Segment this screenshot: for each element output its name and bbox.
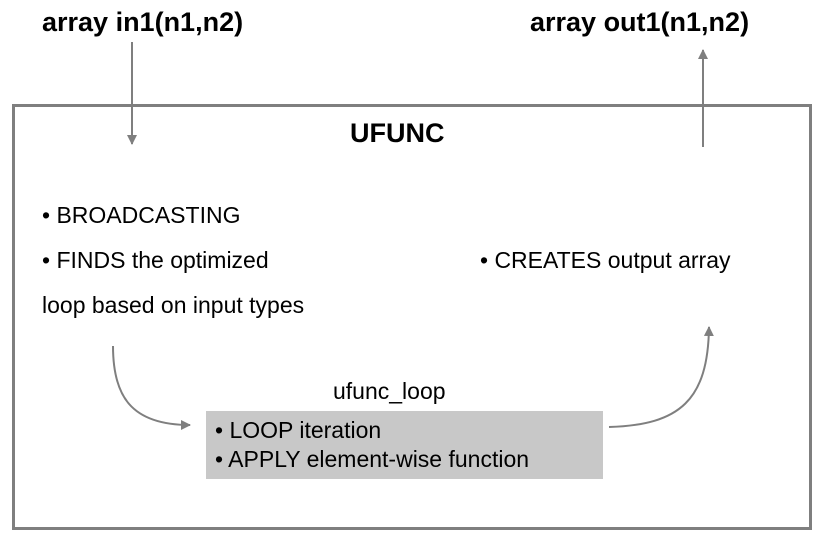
- bullet-broadcasting: • BROADCASTING: [42, 202, 241, 228]
- ufunc-frame: [12, 104, 812, 530]
- bullet-finds-loop: • FINDS the optimized: [42, 247, 269, 273]
- bullet-creates-output: • CREATES output array: [480, 247, 731, 273]
- ufunc-loop-label: ufunc_loop: [333, 378, 446, 404]
- curve-arrow-out-of-loop: [608, 326, 714, 428]
- loop-item-iteration: • LOOP iteration: [215, 417, 382, 443]
- ufunc-title: UFUNC: [350, 118, 445, 148]
- bullet-finds-loop-continued: loop based on input types: [42, 292, 305, 318]
- ufunc-loop-box: • LOOP iteration • APPLY element-wise fu…: [206, 411, 603, 479]
- input-array-label: array in1(n1,n2): [42, 7, 244, 37]
- output-array-label: array out1(n1,n2): [530, 7, 750, 37]
- loop-item-apply-function: • APPLY element-wise function: [215, 446, 530, 472]
- curve-arrow-into-loop: [112, 345, 191, 430]
